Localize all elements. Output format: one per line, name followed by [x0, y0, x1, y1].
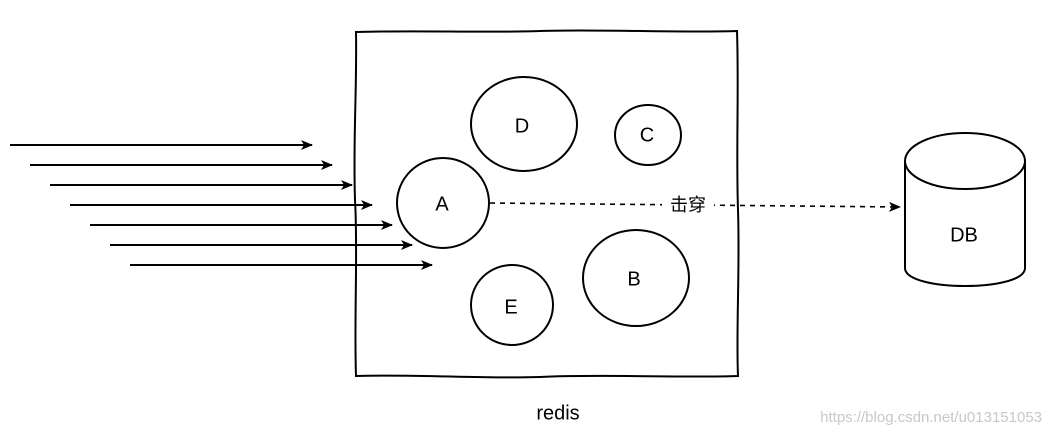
node-c-label: C — [640, 124, 654, 146]
incoming-requests — [10, 140, 433, 270]
database-label: DB — [950, 224, 978, 246]
node-e-label: E — [504, 296, 517, 318]
node-c: C — [614, 104, 682, 166]
node-b: B — [582, 229, 690, 327]
node-a-circle — [396, 157, 490, 249]
redis-label: redis — [536, 402, 579, 424]
node-b-label: B — [627, 268, 640, 290]
node-a-label: A — [435, 193, 449, 215]
node-d-label: D — [515, 115, 529, 137]
node-d-circle — [470, 76, 578, 172]
database-cylinder: DB — [904, 132, 1026, 287]
node-b-circle — [582, 229, 690, 327]
database-body — [904, 162, 1026, 287]
watermark-text: https://blog.csdn.net/u013151053 — [820, 409, 1042, 426]
node-e: E — [470, 264, 554, 346]
database-top — [904, 132, 1026, 190]
node-d: D — [470, 76, 578, 172]
edge-label: 击穿 — [670, 195, 706, 216]
node-a: A — [396, 157, 490, 249]
node-e-circle — [470, 264, 554, 346]
redis-container — [353, 29, 740, 379]
node-c-circle — [614, 104, 682, 166]
penetration-edge — [489, 201, 901, 212]
edge-label-background — [662, 193, 714, 217]
